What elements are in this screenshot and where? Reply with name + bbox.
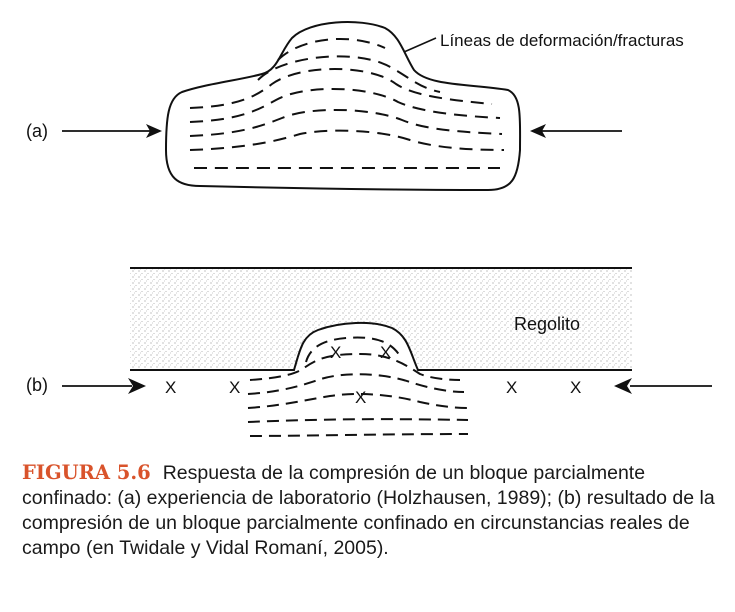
marker-x: X	[506, 378, 517, 397]
left-arrow-b	[62, 378, 146, 394]
right-arrow-b	[614, 378, 712, 394]
regolith-label: Regolito	[514, 314, 580, 334]
marker-x: X	[229, 378, 240, 397]
caption-title: FIGURA 5.6	[22, 461, 151, 484]
caption-text: Respuesta de la compresión de un bloque …	[22, 462, 715, 559]
panel-a-label: (a)	[26, 121, 48, 141]
callout-label: Líneas de deformación/fracturas	[440, 31, 684, 50]
marker-x: X	[330, 343, 341, 362]
panel-b: Regolito X X X X X X X (b)	[26, 267, 712, 437]
panel-a: Líneas de deformación/fracturas (a)	[26, 21, 684, 192]
marker-x: X	[380, 343, 391, 362]
panel-b-label: (b)	[26, 375, 48, 395]
marker-x: X	[165, 378, 176, 397]
deformation-lines	[189, 37, 505, 170]
callout-leader	[403, 37, 437, 53]
sheet-fractures	[247, 336, 469, 437]
regolith-layer	[130, 268, 632, 368]
lab-block-outline	[164, 21, 522, 192]
right-arrow-a	[530, 124, 622, 138]
marker-x: X	[570, 378, 581, 397]
fracture-markers: X X X X X X X	[165, 343, 581, 407]
marker-x: X	[355, 388, 366, 407]
left-arrow-a	[62, 124, 162, 138]
rock-surface	[130, 321, 632, 371]
